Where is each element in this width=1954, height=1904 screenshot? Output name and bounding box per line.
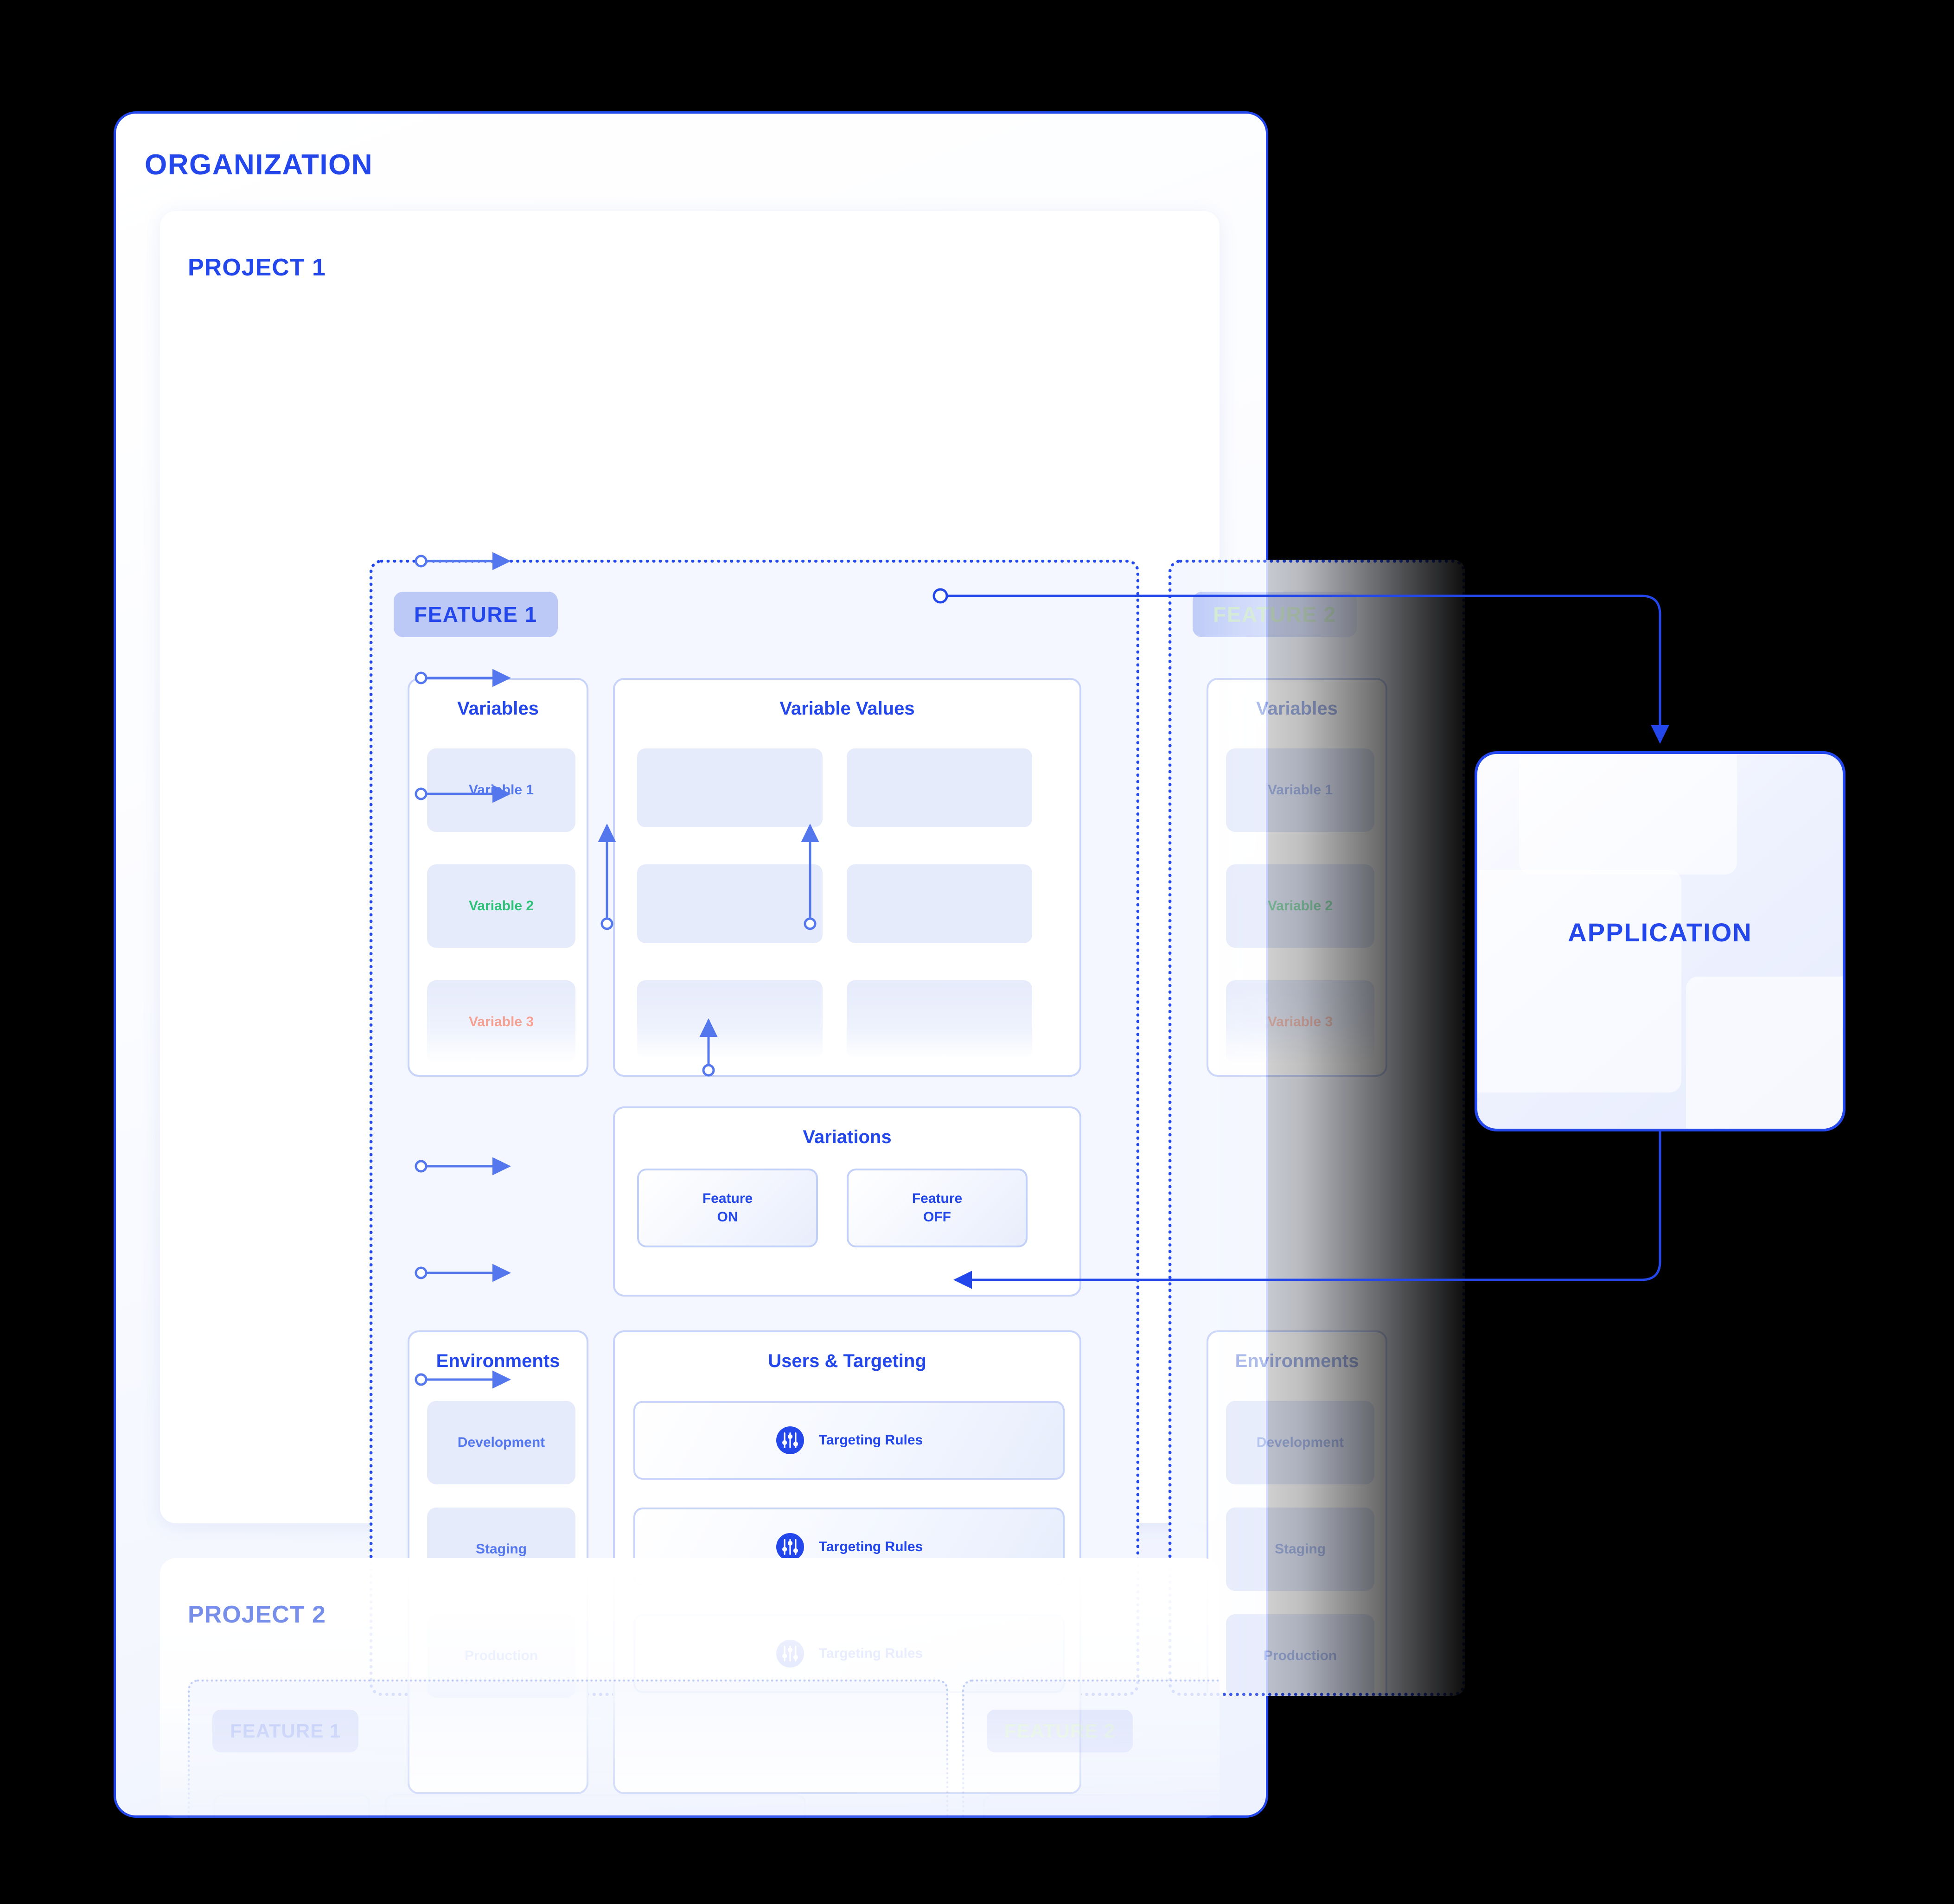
variable-card-2[interactable]: Variable 2	[427, 864, 575, 948]
application-box: APPLICATION	[1475, 751, 1845, 1131]
variables-panel-title: Variables	[457, 698, 539, 719]
targeting-rules-label: Targeting Rules	[818, 1539, 923, 1554]
environments-panel-title: Environments	[436, 1351, 560, 1371]
variable-card-3[interactable]: Variable 3	[427, 980, 575, 1064]
project-2-feature-1-panel: FEATURE 1	[188, 1680, 948, 1818]
feature-2-badge[interactable]: FEATURE 2	[1193, 592, 1357, 637]
variable-card-2[interactable]: Variable 2	[1226, 864, 1374, 948]
variable-value-cell[interactable]	[637, 864, 823, 943]
variables-panel-title: Variables	[1256, 698, 1338, 719]
targeting-rules-label: Targeting Rules	[818, 1432, 923, 1448]
variables-panel: Variables Variable 1 Variable 2 Variable…	[408, 678, 588, 1077]
variation-off-line1: Feature	[912, 1190, 963, 1206]
project-2-feature-2-badge[interactable]: FEATURE 2	[987, 1710, 1133, 1752]
application-label: APPLICATION	[1568, 918, 1752, 947]
sliders-icon	[776, 1533, 804, 1561]
decorative-shape	[1686, 977, 1843, 1129]
project-1-title: PROJECT 1	[188, 254, 326, 281]
environment-card-development[interactable]: Development	[427, 1401, 575, 1484]
variation-card-feature-on[interactable]: Feature ON	[637, 1169, 818, 1247]
variable-value-cell[interactable]	[637, 980, 823, 1059]
variable-card-3[interactable]: Variable 3	[1226, 980, 1374, 1064]
project-2-card: PROJECT 2 FEATURE 1 FEATURE 2	[160, 1558, 1220, 1818]
environment-card-development[interactable]: Development	[1226, 1401, 1374, 1484]
variation-card-feature-off[interactable]: Feature OFF	[847, 1169, 1028, 1247]
feature-1-badge[interactable]: FEATURE 1	[394, 592, 558, 637]
project-2-sub-panel	[385, 1794, 806, 1818]
variable-card-1[interactable]: Variable 1	[427, 748, 575, 832]
environment-card-production[interactable]: Production	[1226, 1614, 1374, 1693]
sliders-icon	[776, 1426, 804, 1454]
environments-panel: Environments Development Staging Product…	[1207, 1330, 1387, 1693]
decorative-shape	[1477, 870, 1681, 1093]
variation-on-line1: Feature	[702, 1190, 753, 1206]
organization-title: ORGANIZATION	[145, 149, 373, 181]
variable-value-cell[interactable]	[847, 980, 1032, 1059]
decorative-shape	[1519, 754, 1737, 875]
variable-value-cell[interactable]	[847, 864, 1032, 943]
project-1-card: PROJECT 1 FEATURE 1 Variables Variable 1…	[160, 211, 1465, 1794]
project-2-sub-panel	[213, 1794, 370, 1818]
variations-panel-title: Variations	[803, 1127, 892, 1147]
variations-panel: Variations Feature ON Feature OFF	[613, 1106, 1081, 1297]
feature-2-panel: FEATURE 2 Variables Variable 1 Variable …	[1169, 560, 1465, 1696]
environments-panel-title: Environments	[1235, 1351, 1359, 1371]
variable-card-1[interactable]: Variable 1	[1226, 748, 1374, 832]
variation-on-line2: ON	[717, 1209, 738, 1225]
targeting-rules-row[interactable]: Targeting Rules	[633, 1401, 1065, 1480]
users-targeting-panel-title: Users & Targeting	[768, 1351, 926, 1371]
variable-values-panel: Variable Values	[613, 678, 1081, 1077]
project-2-title: PROJECT 2	[188, 1601, 326, 1628]
variable-values-panel-title: Variable Values	[779, 698, 915, 719]
project-2-sub-panel	[983, 1794, 1220, 1818]
environment-card-staging[interactable]: Staging	[1226, 1508, 1374, 1591]
project-2-feature-1-badge[interactable]: FEATURE 1	[212, 1710, 359, 1752]
feature-1-panel: FEATURE 1 Variables Variable 1 Variable …	[370, 560, 1139, 1794]
variation-off-line2: OFF	[923, 1209, 951, 1225]
variable-value-cell[interactable]	[637, 748, 823, 827]
variables-panel: Variables Variable 1 Variable 2 Variable…	[1207, 678, 1387, 1077]
project-2-feature-2-panel: FEATURE 2	[962, 1680, 1220, 1818]
variable-value-cell[interactable]	[847, 748, 1032, 827]
